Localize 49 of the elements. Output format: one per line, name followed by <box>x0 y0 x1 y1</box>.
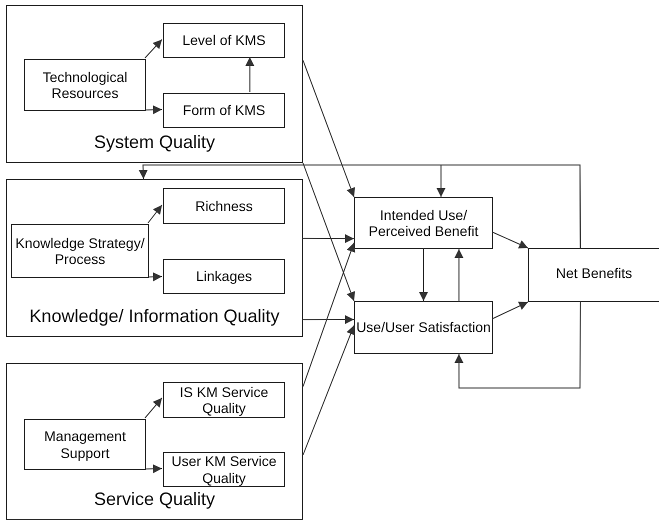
arrow <box>144 105 162 114</box>
box-label: Use/User Satisfaction <box>355 319 492 336</box>
process-box <box>163 259 285 294</box>
arrow <box>302 162 356 302</box>
group-box <box>6 179 303 337</box>
box-label: Technological Resources <box>42 68 128 102</box>
process-box <box>528 248 659 302</box>
group-box <box>6 363 303 520</box>
arrow <box>302 242 356 388</box>
box-label: Intended Use/ Perceived Benefit <box>368 206 480 240</box>
box-label: Linkages <box>194 268 254 285</box>
process-box <box>163 188 285 224</box>
arrow <box>148 204 162 224</box>
arrow <box>144 39 162 58</box>
arrow <box>144 464 162 474</box>
process-box <box>163 452 285 487</box>
arrow <box>302 234 354 244</box>
process-box <box>11 224 149 278</box>
arrow <box>302 60 356 198</box>
box-label: Net Benefits <box>554 265 634 282</box>
group-title: Service Quality <box>92 489 216 510</box>
box-label: Form of KMS <box>182 102 266 119</box>
box-label: IS KM Service Quality <box>178 384 270 416</box>
process-box <box>163 93 285 128</box>
box-label: Level of KMS <box>181 32 267 49</box>
arrow <box>302 315 354 324</box>
arrow <box>419 248 428 302</box>
process-box <box>24 419 146 470</box>
box-label: User KM Service Quality <box>170 453 278 486</box>
arrow <box>492 302 528 319</box>
group-title: Knowledge/ Information Quality <box>28 306 281 327</box>
box-label: Knowledge Strategy/ Process <box>14 234 146 268</box>
group-title: System Quality <box>92 132 216 153</box>
arrow <box>144 397 162 418</box>
arrow <box>148 272 162 282</box>
process-box <box>354 301 493 354</box>
box-label: Richness <box>194 198 254 214</box>
process-box <box>24 59 146 111</box>
process-box <box>354 197 493 249</box>
arrow <box>245 56 254 92</box>
arrow <box>454 302 581 388</box>
arrow <box>302 324 355 456</box>
arrow <box>138 164 581 248</box>
arrow <box>492 232 528 248</box>
arrow <box>454 248 464 302</box>
group-box <box>6 5 303 163</box>
process-box <box>163 23 285 58</box>
box-label: Management Support <box>43 428 127 461</box>
process-box <box>163 382 285 418</box>
